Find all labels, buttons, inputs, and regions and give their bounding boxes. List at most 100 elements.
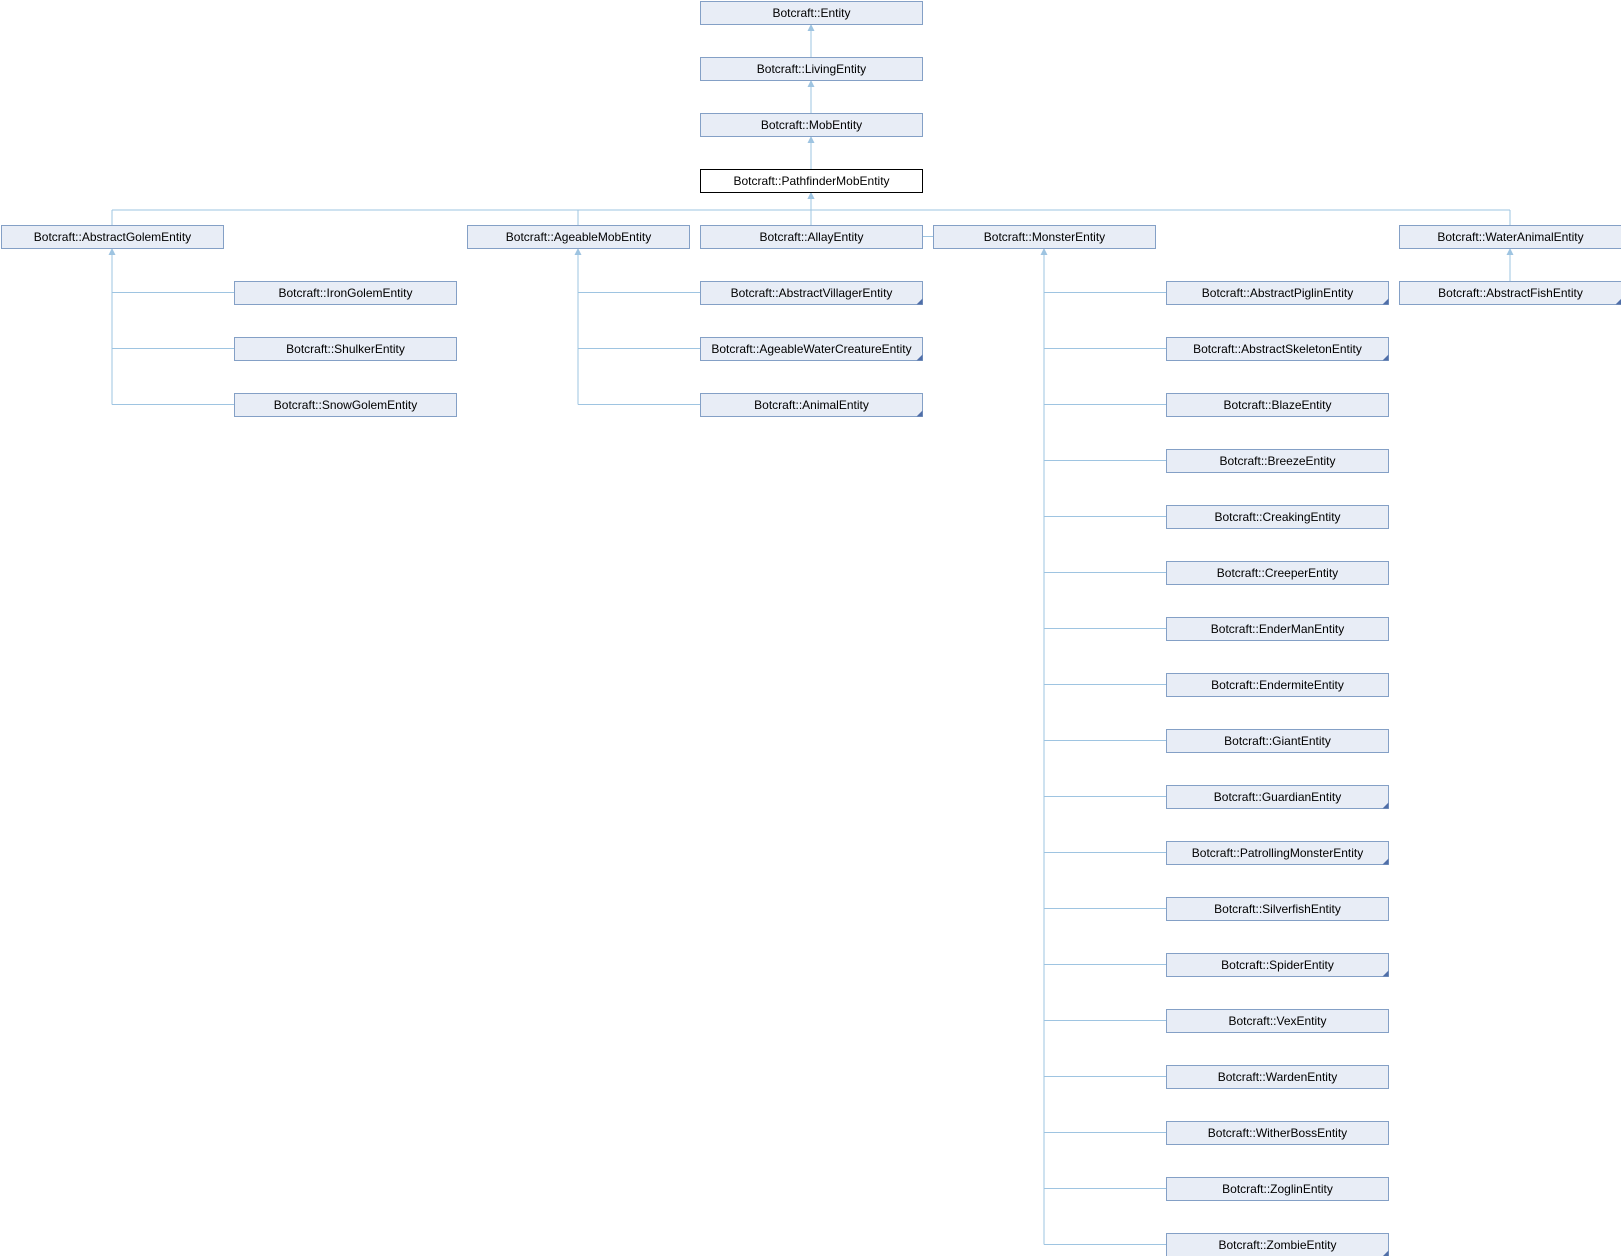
class-node-creaking[interactable]: Botcraft::CreakingEntity [1166, 505, 1389, 529]
class-node-spider[interactable]: Botcraft::SpiderEntity [1166, 953, 1389, 977]
class-node-villager[interactable]: Botcraft::AbstractVillagerEntity [700, 281, 923, 305]
class-node-box-warden [1166, 1065, 1389, 1089]
class-node-box-vex [1166, 1009, 1389, 1033]
class-node-zombie[interactable]: Botcraft::ZombieEntity [1166, 1233, 1389, 1256]
class-node-wateranimal[interactable]: Botcraft::WaterAnimalEntity [1399, 225, 1621, 249]
class-label-zombie: Botcraft::ZombieEntity [1218, 1238, 1336, 1252]
class-node-snowgolem[interactable]: Botcraft::SnowGolemEntity [234, 393, 457, 417]
class-label-snowgolem: Botcraft::SnowGolemEntity [274, 398, 417, 412]
class-label-skeleton: Botcraft::AbstractSkeletonEntity [1193, 342, 1362, 356]
arrowhead-trunk-golem [108, 248, 116, 255]
class-node-irongolem[interactable]: Botcraft::IronGolemEntity [234, 281, 457, 305]
class-label-giant: Botcraft::GiantEntity [1224, 734, 1331, 748]
class-node-ageablewater[interactable]: Botcraft::AgeableWaterCreatureEntity [700, 337, 923, 361]
arrowhead-pathfinder-to-mob [807, 136, 815, 143]
arrowhead-mob-to-living [807, 80, 815, 87]
class-node-box-blaze [1166, 393, 1389, 417]
more-subclasses-marker-spider [1382, 970, 1389, 977]
class-label-witherboss: Botcraft::WitherBossEntity [1208, 1126, 1347, 1140]
class-label-creeper: Botcraft::CreeperEntity [1217, 566, 1338, 580]
class-node-box-creaking [1166, 505, 1389, 529]
class-node-golem[interactable]: Botcraft::AbstractGolemEntity [1, 225, 224, 249]
more-subclasses-marker-skeleton [1382, 354, 1389, 361]
class-node-giant[interactable]: Botcraft::GiantEntity [1166, 729, 1389, 753]
class-node-shulker[interactable]: Botcraft::ShulkerEntity [234, 337, 457, 361]
class-label-creaking: Botcraft::CreakingEntity [1214, 510, 1340, 524]
class-node-witherboss[interactable]: Botcraft::WitherBossEntity [1166, 1121, 1389, 1145]
class-node-pathfinder: Botcraft::PathfinderMobEntity [700, 169, 923, 193]
arrowhead-trunk-ageable [574, 248, 582, 255]
arrowhead-fish-to-wateranimal [1506, 248, 1514, 255]
class-label-wateranimal: Botcraft::WaterAnimalEntity [1437, 230, 1583, 244]
more-subclasses-marker-patrolling [1382, 858, 1389, 865]
class-label-golem: Botcraft::AbstractGolemEntity [34, 230, 191, 244]
class-node-warden[interactable]: Botcraft::WardenEntity [1166, 1065, 1389, 1089]
class-label-shulker: Botcraft::ShulkerEntity [286, 342, 405, 356]
arrowhead-trunk-monster [1040, 248, 1048, 255]
class-node-living[interactable]: Botcraft::LivingEntity [700, 57, 923, 81]
class-label-entity: Botcraft::Entity [772, 6, 850, 20]
class-label-blaze: Botcraft::BlazeEntity [1223, 398, 1331, 412]
class-node-monster[interactable]: Botcraft::MonsterEntity [933, 225, 1156, 249]
class-label-villager: Botcraft::AbstractVillagerEntity [731, 286, 893, 300]
class-node-piglin[interactable]: Botcraft::AbstractPiglinEntity [1166, 281, 1389, 305]
class-node-entity[interactable]: Botcraft::Entity [700, 1, 923, 25]
class-label-pathfinder: Botcraft::PathfinderMobEntity [733, 174, 889, 188]
class-node-breeze[interactable]: Botcraft::BreezeEntity [1166, 449, 1389, 473]
class-node-mob[interactable]: Botcraft::MobEntity [700, 113, 923, 137]
class-node-box-pathfinder [700, 169, 923, 193]
class-node-box-ageable [467, 225, 690, 249]
class-node-box-wateranimal [1399, 225, 1621, 249]
class-label-vex: Botcraft::VexEntity [1228, 1014, 1326, 1028]
class-node-ageable[interactable]: Botcraft::AgeableMobEntity [467, 225, 690, 249]
class-node-box-living [700, 57, 923, 81]
class-node-box-ageablewater [700, 337, 923, 361]
more-subclasses-marker-villager [916, 298, 923, 305]
class-node-box-skeleton [1166, 337, 1389, 361]
class-node-patrolling[interactable]: Botcraft::PatrollingMonsterEntity [1166, 841, 1389, 865]
class-node-box-irongolem [234, 281, 457, 305]
more-subclasses-marker-fish [1615, 299, 1621, 305]
more-subclasses-marker-guardian [1382, 802, 1389, 809]
class-node-box-villager [700, 281, 923, 305]
more-subclasses-marker-ageablewater [916, 354, 923, 361]
class-label-living: Botcraft::LivingEntity [757, 62, 866, 76]
class-node-zoglin[interactable]: Botcraft::ZoglinEntity [1166, 1177, 1389, 1201]
class-label-monster: Botcraft::MonsterEntity [984, 230, 1105, 244]
inheritance-edges [108, 24, 1514, 1245]
class-node-silverfish[interactable]: Botcraft::SilverfishEntity [1166, 897, 1389, 921]
class-node-endermite[interactable]: Botcraft::EndermiteEntity [1166, 673, 1389, 697]
class-node-enderman[interactable]: Botcraft::EnderManEntity [1166, 617, 1389, 641]
class-label-warden: Botcraft::WardenEntity [1218, 1070, 1338, 1084]
class-label-allay: Botcraft::AllayEntity [759, 230, 863, 244]
class-label-ageablewater: Botcraft::AgeableWaterCreatureEntity [711, 342, 911, 356]
class-node-allay[interactable]: Botcraft::AllayEntity [700, 225, 923, 249]
class-node-skeleton[interactable]: Botcraft::AbstractSkeletonEntity [1166, 337, 1389, 361]
class-node-fish[interactable]: Botcraft::AbstractFishEntity [1399, 281, 1621, 305]
class-label-patrolling: Botcraft::PatrollingMonsterEntity [1192, 846, 1363, 860]
more-subclasses-marker-animal [916, 410, 923, 417]
class-node-box-giant [1166, 729, 1389, 753]
class-label-mob: Botcraft::MobEntity [761, 118, 862, 132]
class-node-vex[interactable]: Botcraft::VexEntity [1166, 1009, 1389, 1033]
class-node-creeper[interactable]: Botcraft::CreeperEntity [1166, 561, 1389, 585]
class-node-box-breeze [1166, 449, 1389, 473]
class-node-blaze[interactable]: Botcraft::BlazeEntity [1166, 393, 1389, 417]
class-label-guardian: Botcraft::GuardianEntity [1214, 790, 1341, 804]
class-label-silverfish: Botcraft::SilverfishEntity [1214, 902, 1341, 916]
class-node-guardian[interactable]: Botcraft::GuardianEntity [1166, 785, 1389, 809]
class-node-box-fish [1399, 281, 1621, 305]
class-node-box-shulker [234, 337, 457, 361]
class-label-spider: Botcraft::SpiderEntity [1221, 958, 1334, 972]
class-node-box-mob [700, 113, 923, 137]
class-label-endermite: Botcraft::EndermiteEntity [1211, 678, 1344, 692]
arrowhead-living-to-entity [807, 24, 815, 31]
class-node-box-piglin [1166, 281, 1389, 305]
class-node-box-enderman [1166, 617, 1389, 641]
class-node-box-golem [1, 225, 224, 249]
class-node-box-animal [700, 393, 923, 417]
class-node-animal[interactable]: Botcraft::AnimalEntity [700, 393, 923, 417]
class-node-box-monster [933, 225, 1156, 249]
